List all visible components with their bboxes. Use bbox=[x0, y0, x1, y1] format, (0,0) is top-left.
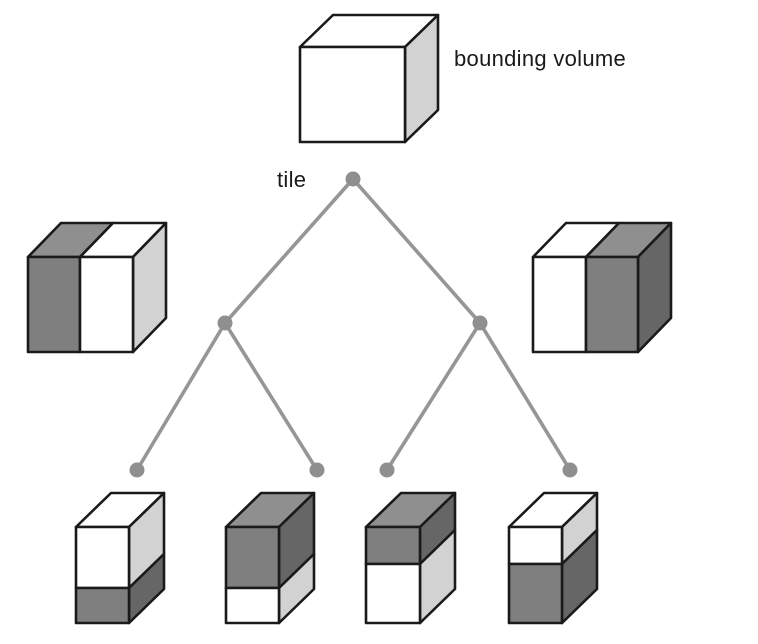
tree-node-root bbox=[345, 171, 361, 187]
left-child-cube-icon bbox=[26, 221, 168, 354]
bounding-volume-label: bounding volume bbox=[454, 46, 626, 71]
tree-node-leaf-1 bbox=[129, 462, 145, 478]
tree-edges bbox=[135, 177, 572, 472]
cube-front-left-face bbox=[531, 255, 588, 354]
cube-front-lower-face bbox=[74, 586, 131, 625]
cube-front-lower-face bbox=[224, 586, 281, 625]
cube-front-upper-face bbox=[224, 525, 281, 590]
cube-front-upper-face bbox=[507, 525, 564, 566]
cube-front-right-face bbox=[584, 255, 640, 354]
cube-front-right-face bbox=[78, 255, 135, 354]
tree-nodes bbox=[129, 171, 578, 478]
tree-node-right-child bbox=[472, 315, 488, 331]
tree-edge-left-leaf1 bbox=[135, 321, 227, 472]
bounding-volume-cube-icon bbox=[298, 13, 440, 144]
tree-node-leaf-4 bbox=[562, 462, 578, 478]
cube-front-upper-face bbox=[74, 525, 131, 590]
tree-edge-root-right bbox=[351, 177, 482, 325]
leaf-4-cube-icon bbox=[507, 491, 599, 625]
tree-node-leaf-2 bbox=[309, 462, 325, 478]
cube-front-left-face bbox=[26, 255, 82, 354]
cube-front-lower-face bbox=[364, 562, 422, 625]
cube-front-lower-face bbox=[507, 562, 564, 625]
tree-edge-right-leaf4 bbox=[478, 321, 572, 472]
leaf-1-cube-icon bbox=[74, 491, 166, 625]
tree-node-left-child bbox=[217, 315, 233, 331]
cube-front-face bbox=[298, 45, 407, 144]
tree-edge-root-left bbox=[223, 177, 355, 325]
right-child-cube-icon bbox=[531, 221, 673, 354]
leaf-3-cube-icon bbox=[364, 491, 457, 625]
tree-edge-left-leaf2 bbox=[223, 321, 319, 472]
tile-label: tile bbox=[277, 167, 306, 192]
leaf-2-cube-icon bbox=[224, 491, 316, 625]
tree-node-leaf-3 bbox=[379, 462, 395, 478]
cube-front-upper-face bbox=[364, 525, 422, 566]
tree-edge-right-leaf3 bbox=[385, 321, 482, 472]
